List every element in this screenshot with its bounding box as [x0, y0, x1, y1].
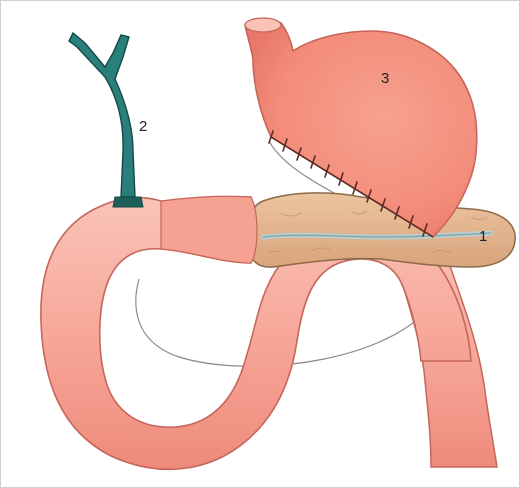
label-common-duct: 2	[139, 118, 147, 135]
common-bile-duct	[69, 33, 135, 197]
jejunal-cuff	[161, 196, 257, 263]
label-pancreas: 1	[479, 228, 487, 245]
esophageal-stump	[245, 18, 281, 32]
label-stomach: 3	[381, 70, 389, 87]
bile-duct-anastomosis	[113, 197, 143, 207]
